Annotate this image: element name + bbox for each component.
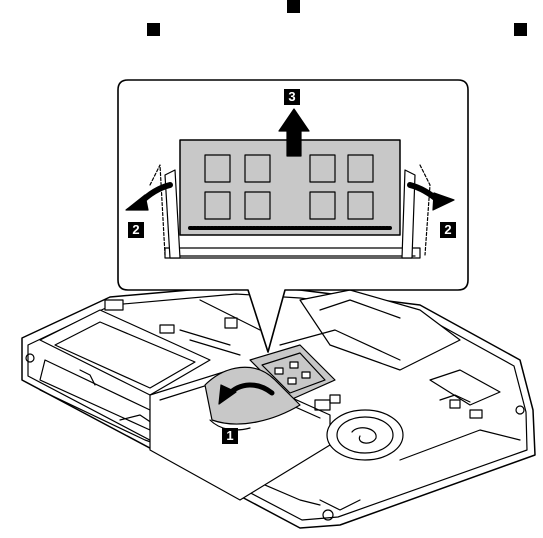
step-2-left-callout: 2 [128,222,144,238]
laptop-base-illustration [22,286,535,528]
step-2-right-callout: 2 [440,222,456,238]
step-3-callout: 3 [284,89,300,105]
step-1-callout: 1 [222,428,238,444]
